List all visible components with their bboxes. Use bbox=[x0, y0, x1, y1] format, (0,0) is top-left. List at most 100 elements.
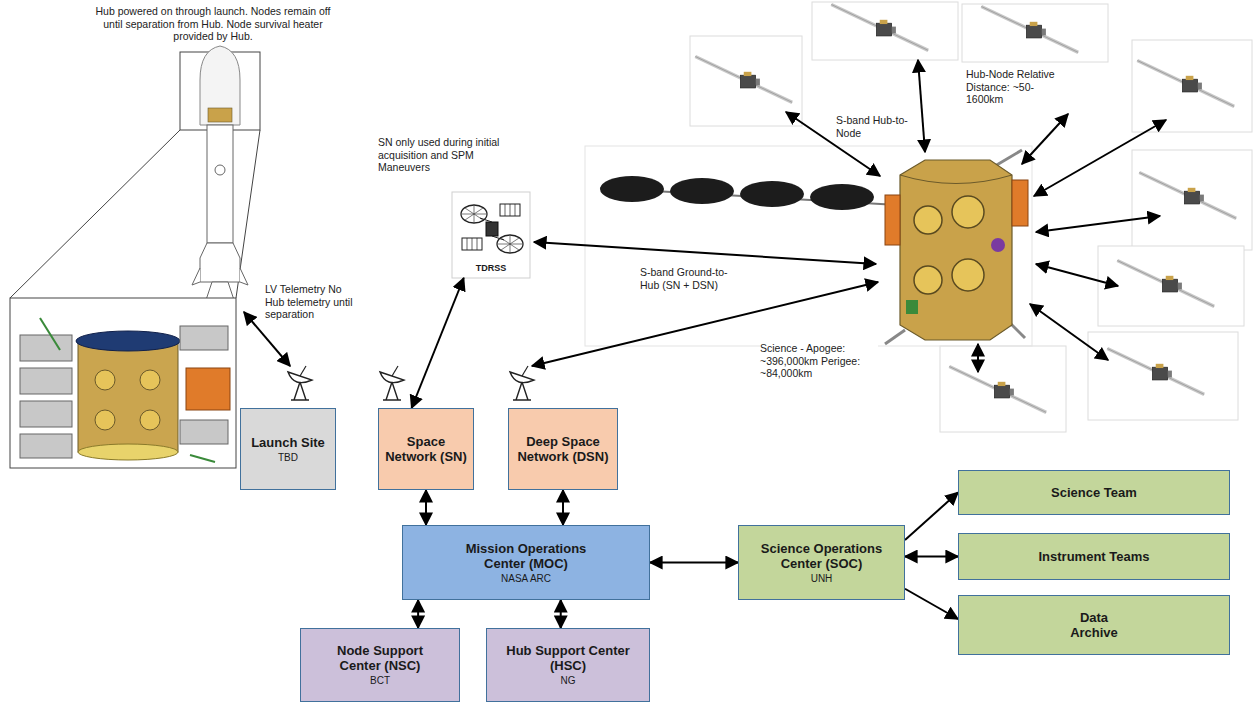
ground-antennas-part bbox=[288, 366, 312, 400]
connector-arrow bbox=[412, 278, 464, 408]
tdrss-satellite-part bbox=[467, 238, 477, 250]
launch-configuration-part bbox=[20, 434, 72, 458]
node-spacecraft-part bbox=[812, 2, 958, 60]
launch-configuration-part bbox=[10, 298, 236, 468]
radio-link-arrows bbox=[244, 60, 1166, 372]
rocket-part bbox=[10, 130, 180, 298]
node-spacecraft-part bbox=[1132, 40, 1252, 132]
box-title: Mission Operations Center (MOC) bbox=[444, 541, 609, 571]
hub-spacecraft-part bbox=[906, 300, 918, 314]
hub-spacecraft-part bbox=[952, 259, 984, 291]
node-spacecraft-part bbox=[695, 57, 792, 103]
annotation-note: Hub powered on through launch. Nodes rem… bbox=[88, 5, 338, 43]
radio-link-arrows-part bbox=[977, 344, 979, 372]
hub-spacecraft-part bbox=[885, 330, 905, 344]
science-box: Science Team bbox=[958, 470, 1230, 515]
node-spacecraft-part bbox=[962, 4, 1108, 62]
node-spacecraft-part bbox=[1098, 246, 1244, 326]
connector-arrow bbox=[560, 600, 562, 628]
ground-antennas-part bbox=[380, 366, 404, 400]
tdrss-satellite-part bbox=[462, 238, 482, 250]
rocket-part bbox=[215, 165, 225, 175]
ground-site-box: Launch SiteTBD bbox=[240, 408, 336, 490]
rocket-part bbox=[208, 108, 232, 122]
hub-spacecraft-part bbox=[952, 196, 984, 228]
hub-spacecraft-part bbox=[600, 176, 664, 202]
rocket-part bbox=[207, 125, 233, 243]
network-box: Deep Space Network (DSN) bbox=[508, 408, 618, 490]
connector-arrow bbox=[417, 600, 419, 628]
network-box: Space Network (SN) bbox=[378, 408, 474, 490]
science-box: Data Archive bbox=[958, 595, 1230, 655]
tdrss-satellite-part bbox=[462, 205, 486, 223]
annotation-note: SN only used during initial acquisition … bbox=[378, 136, 506, 174]
annotation-note: LV Telemetry No Hub telemetry until sepa… bbox=[265, 283, 361, 321]
connector-arrow bbox=[905, 589, 958, 619]
launch-configuration-part bbox=[140, 370, 160, 390]
rocket bbox=[10, 46, 260, 300]
connector-arrow bbox=[905, 493, 958, 541]
tdrss-satellite-part bbox=[486, 222, 498, 236]
radio-link-arrows-part bbox=[1036, 264, 1118, 286]
launch-configuration-part bbox=[76, 331, 180, 351]
hub-spacecraft-part bbox=[914, 206, 942, 234]
hub-spacecraft-part bbox=[670, 178, 734, 204]
ground-antennas bbox=[288, 366, 534, 400]
node-spacecraft-part bbox=[1132, 150, 1252, 250]
hub-spacecraft-part bbox=[740, 181, 804, 207]
support-center-box: Hub Support Center (HSC)NG bbox=[486, 628, 650, 702]
annotation-note: S-band Hub-to-Node bbox=[836, 114, 908, 139]
connector-arrow bbox=[425, 490, 427, 525]
launch-configuration-part bbox=[20, 335, 72, 361]
node-spacecraft-part bbox=[949, 367, 1046, 413]
launch-configuration-part bbox=[20, 401, 72, 427]
hub-spacecraft-part bbox=[900, 160, 1012, 340]
box-title: Node Support Center (NSC) bbox=[318, 643, 443, 673]
box-subtitle: TBD bbox=[278, 452, 298, 464]
launch-configuration-part bbox=[78, 342, 178, 452]
radio-link-arrows-part bbox=[1036, 216, 1160, 232]
launch-configuration-part bbox=[95, 370, 115, 390]
box-title: Space Network (SN) bbox=[383, 434, 469, 464]
node-spacecraft bbox=[690, 2, 1252, 432]
radio-link-arrows-part bbox=[918, 60, 925, 152]
node-spacecraft-part bbox=[1107, 349, 1204, 395]
tdrss-satellite-part bbox=[498, 235, 522, 253]
node-spacecraft-part bbox=[831, 4, 928, 50]
hub-spacecraft-part bbox=[1012, 180, 1028, 226]
box-title: Hub Support Center (HSC) bbox=[501, 643, 636, 673]
box-subtitle: BCT bbox=[370, 675, 390, 687]
box-title: Science Team bbox=[1051, 485, 1137, 500]
hub-spacecraft-part bbox=[991, 238, 1005, 252]
node-spacecraft-part bbox=[690, 36, 802, 126]
launch-configuration-part bbox=[40, 318, 60, 350]
hub-spacecraft-part bbox=[585, 146, 1032, 346]
hub-spacecraft-part bbox=[914, 266, 942, 294]
rocket-part bbox=[200, 243, 240, 282]
launch-configuration-part bbox=[95, 410, 115, 430]
rocket-part bbox=[200, 46, 240, 125]
rocket-part bbox=[206, 282, 234, 300]
radio-link-arrows-part bbox=[534, 242, 876, 264]
launch-configuration-part bbox=[186, 368, 230, 410]
annotation-note: Science - Apogee: ~396,000km Perigee: ~8… bbox=[760, 342, 878, 380]
operations-center-box: Mission Operations Center (MOC)NASA ARC bbox=[402, 525, 650, 600]
satellite-frame: TDRSS bbox=[452, 192, 530, 278]
connector-arrow bbox=[562, 490, 564, 525]
launch-configuration-part bbox=[190, 455, 215, 462]
launch-configuration-part bbox=[20, 368, 72, 394]
tdrss-satellite-part bbox=[452, 192, 530, 278]
tdrss-satellite-part bbox=[480, 218, 492, 222]
hub-spacecraft-part bbox=[885, 195, 900, 245]
node-spacecraft-part bbox=[981, 6, 1078, 52]
launch-configuration bbox=[10, 298, 236, 468]
launch-configuration-part bbox=[180, 420, 228, 444]
box-title: Data Archive bbox=[1059, 610, 1129, 640]
launch-configuration-part bbox=[180, 326, 228, 350]
box-title: Deep Space Network (DSN) bbox=[513, 434, 613, 464]
connector-arrow bbox=[650, 562, 738, 564]
hub-spacecraft bbox=[585, 146, 1032, 346]
ground-antennas-part bbox=[510, 366, 534, 400]
box-subtitle: UNH bbox=[811, 573, 833, 585]
box-title: Instrument Teams bbox=[1038, 549, 1149, 564]
